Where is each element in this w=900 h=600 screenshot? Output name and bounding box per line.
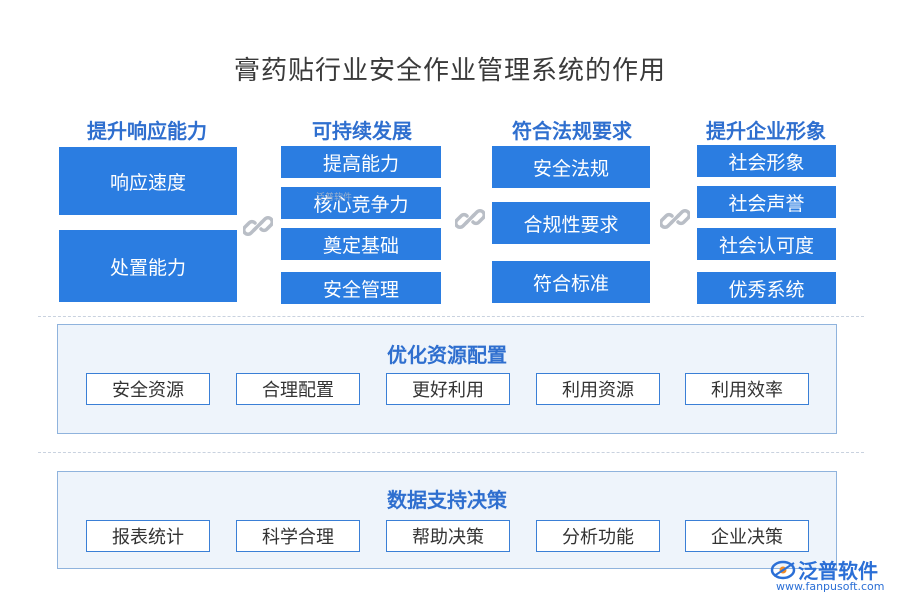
column-item: 安全管理 <box>281 272 441 304</box>
panel-item: 报表统计 <box>86 520 210 552</box>
panel-title: 优化资源配置 <box>387 343 507 367</box>
column-item: 社会形象 <box>697 145 836 177</box>
brand-logo-text: 泛普软件 <box>798 559 878 583</box>
brand-url: www.fanpusoft.com <box>776 580 885 593</box>
panel-decision: 数据支持决策 报表统计 科学合理 帮助决策 分析功能 企业决策 <box>57 471 837 569</box>
panel-item: 利用效率 <box>685 373 809 405</box>
brand-logo: 泛普软件 <box>770 555 878 584</box>
dashed-divider <box>38 452 864 453</box>
panel-item: 合理配置 <box>236 373 360 405</box>
column-item: 安全法规 <box>492 146 650 188</box>
panel-item: 安全资源 <box>86 373 210 405</box>
link-icon <box>455 209 485 229</box>
column-heading-compliance: 符合法规要求 <box>512 119 632 143</box>
column-item: 核心竞争力 <box>281 187 441 219</box>
column-item: 处置能力 <box>59 230 237 302</box>
panel-item: 分析功能 <box>536 520 660 552</box>
column-item: 社会声誉 <box>697 186 836 218</box>
column-item: 提高能力 <box>281 146 441 178</box>
watermark: 泛普软件 <box>316 193 353 203</box>
column-heading-response: 提升响应能力 <box>87 119 207 143</box>
panel-item: 利用资源 <box>536 373 660 405</box>
column-heading-sustain: 可持续发展 <box>312 119 412 143</box>
link-icon <box>243 216 273 236</box>
panel-item: 科学合理 <box>236 520 360 552</box>
column-item: 社会认可度 <box>697 228 836 260</box>
column-heading-image: 提升企业形象 <box>706 119 826 143</box>
link-icon <box>660 209 690 229</box>
column-item: 符合标准 <box>492 261 650 303</box>
page-title: 膏药贴行业安全作业管理系统的作用 <box>233 56 666 86</box>
brand-logo-icon <box>770 560 796 579</box>
column-item: 合规性要求 <box>492 202 650 244</box>
column-item: 优秀系统 <box>697 272 836 304</box>
column-item: 奠定基础 <box>281 228 441 260</box>
panel-item: 帮助决策 <box>386 520 510 552</box>
dashed-divider <box>38 316 864 317</box>
panel-item: 更好利用 <box>386 373 510 405</box>
panel-item: 企业决策 <box>685 520 809 552</box>
panel-resource: 优化资源配置 安全资源 合理配置 更好利用 利用资源 利用效率 <box>57 324 837 434</box>
column-item: 响应速度 <box>59 147 237 215</box>
panel-title: 数据支持决策 <box>387 488 507 512</box>
